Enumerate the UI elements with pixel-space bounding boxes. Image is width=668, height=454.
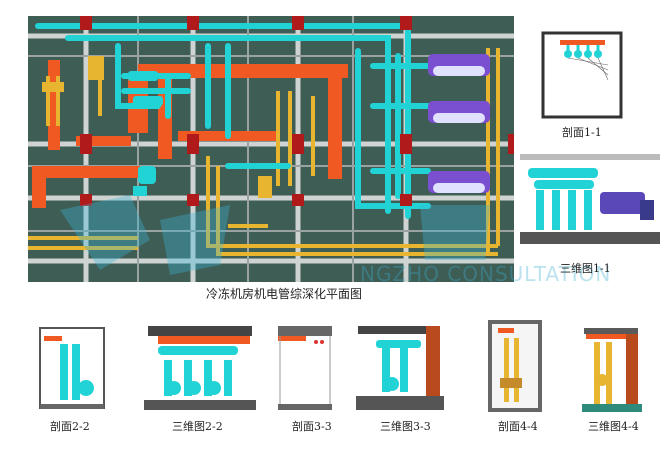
plan-caption: 冷冻机房机电管综深化平面图 (206, 287, 363, 301)
section-2-2-drawing (38, 318, 108, 410)
section-4-4-drawing (486, 318, 544, 414)
section-2-2-label: 剖面2-2 (50, 420, 90, 433)
view-3-3-label: 三维图3-3 (380, 420, 431, 433)
section-4-4-label: 剖面4-4 (498, 420, 538, 433)
watermark-text: NGZHO CONSULTATION (360, 262, 612, 286)
chiller-units (428, 54, 490, 193)
view-2-2-label: 三维图2-2 (172, 420, 223, 433)
watermark: NGZHO CONSULTATION (40, 190, 630, 300)
section-1-1-drawing (540, 10, 625, 120)
view-4-4-label: 三维图4-4 (588, 420, 639, 433)
watermark-logo-icon (60, 195, 490, 275)
view-4-4-drawing (582, 320, 644, 414)
view-1-1-drawing (520, 150, 665, 250)
section-1-1-label: 剖面1-1 (562, 126, 602, 139)
section-3-3-drawing (276, 322, 336, 412)
view-1-1-label: 三维图1-1 (560, 262, 611, 275)
floor-plan-drawing (28, 16, 514, 282)
floor-plan (28, 16, 514, 282)
view-2-2-drawing (144, 322, 256, 412)
view-3-3-drawing (356, 322, 446, 412)
section-3-3-label: 剖面3-3 (292, 420, 332, 433)
